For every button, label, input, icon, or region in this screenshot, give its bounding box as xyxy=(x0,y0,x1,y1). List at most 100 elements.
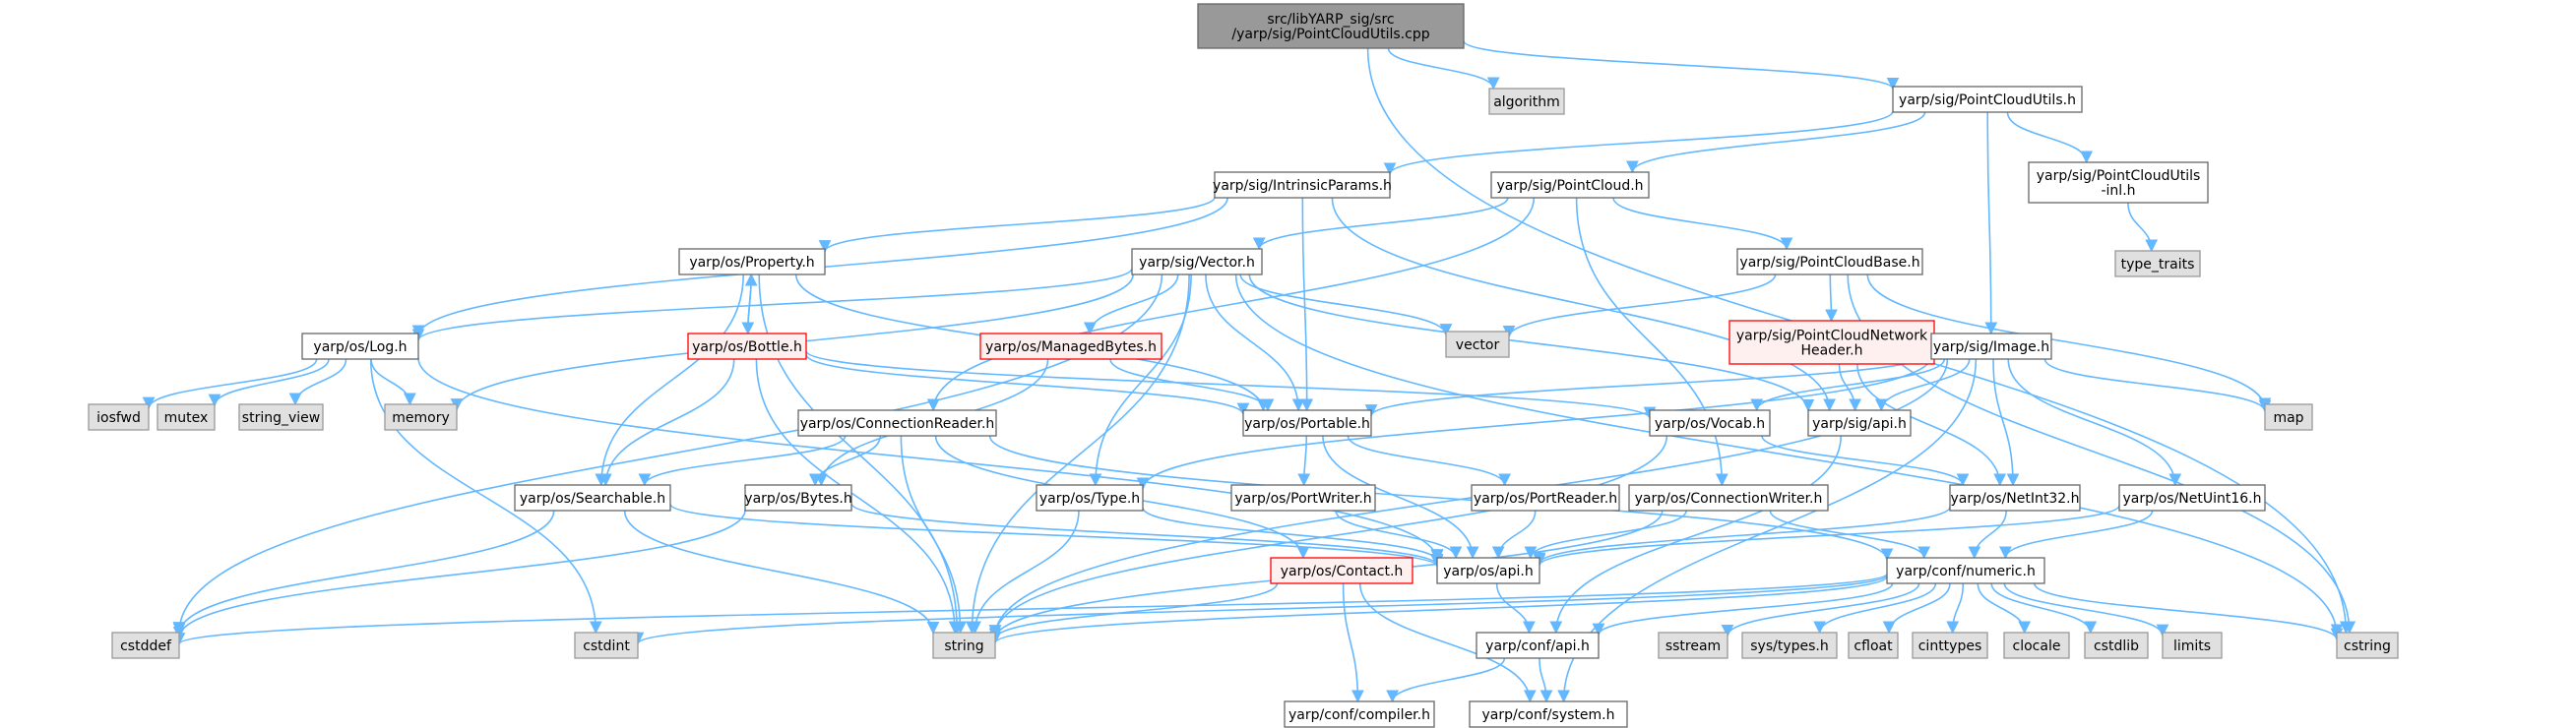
edge-contact-to-compiler xyxy=(1342,582,1364,703)
node-confsystem[interactable]: yarp/conf/system.h xyxy=(1469,700,1628,728)
node-portreader-box xyxy=(1471,484,1620,512)
node-pcbase[interactable]: yarp/sig/PointCloudBase.h xyxy=(1736,248,1923,275)
node-portwriter[interactable]: yarp/os/PortWriter.h xyxy=(1230,484,1376,512)
node-log-box xyxy=(301,333,419,360)
node-contact-box xyxy=(1270,557,1414,584)
node-type_h[interactable]: yarp/os/Type.h xyxy=(1036,484,1144,512)
node-sigapi[interactable]: yarp/sig/api.h xyxy=(1807,409,1912,437)
edge-connreader-to-bytes xyxy=(808,435,882,487)
node-pcu_inl[interactable]: yarp/sig/PointCloudUtils-inl.h xyxy=(2028,161,2209,204)
node-intrinsic[interactable]: yarp/sig/IntrinsicParams.h xyxy=(1213,171,1392,199)
edge-vector_h-to-string xyxy=(966,273,1190,635)
edge-root-to-algorithm xyxy=(1387,47,1500,91)
node-osapi[interactable]: yarp/os/api.h xyxy=(1436,557,1540,584)
node-sstream-box xyxy=(1658,632,1728,659)
node-property[interactable]: yarp/os/Property.h xyxy=(678,248,826,275)
node-cstdint-box xyxy=(574,632,639,659)
node-connwriter[interactable]: yarp/os/ConnectionWriter.h xyxy=(1628,484,1829,512)
node-portreader[interactable]: yarp/os/PortReader.h xyxy=(1471,484,1620,512)
edge-numeric-to-cstring xyxy=(2034,582,2344,641)
node-vocab[interactable]: yarp/os/Vocab.h xyxy=(1649,409,1771,437)
node-cstddef-label-0: cstddef xyxy=(120,638,172,654)
node-limits: limits xyxy=(2162,632,2223,659)
node-compiler[interactable]: yarp/conf/compiler.h xyxy=(1284,700,1435,728)
edge-vector_h-to-portable xyxy=(1205,273,1305,412)
edge-type_h-to-string xyxy=(969,510,1080,635)
node-confapi[interactable]: yarp/conf/api.h xyxy=(1476,632,1600,659)
edge-log-to-cstdint xyxy=(369,358,602,635)
node-image[interactable]: yarp/sig/Image.h xyxy=(1930,333,2052,360)
node-searchable-label-0: yarp/os/Searchable.h xyxy=(520,491,665,507)
node-netuint16[interactable]: yarp/os/NetUint16.h xyxy=(2118,484,2266,512)
node-root[interactable]: src/libYARP_sig/src/yarp/sig/PointCloudU… xyxy=(1197,3,1465,49)
edge-numeric-to-string xyxy=(988,576,1888,644)
node-bottle[interactable]: yarp/os/Bottle.h xyxy=(687,333,807,360)
node-sigapi-label-0: yarp/sig/api.h xyxy=(1812,416,1907,432)
nodes-layer: src/libYARP_sig/src/yarp/sig/PointCloudU… xyxy=(88,3,2399,728)
node-contact[interactable]: yarp/os/Contact.h xyxy=(1270,557,1414,584)
node-type_traits: type_traits xyxy=(2114,250,2201,277)
node-log-label-0: yarp/os/Log.h xyxy=(313,339,407,355)
node-managed-label-0: yarp/os/ManagedBytes.h xyxy=(985,339,1157,355)
node-cstdlib: cstdlib xyxy=(2084,632,2149,659)
node-managed-box xyxy=(979,333,1162,360)
node-searchable[interactable]: yarp/os/Searchable.h xyxy=(514,484,671,512)
node-pcu_h-box xyxy=(1892,86,2083,113)
node-cstdlib-box xyxy=(2084,632,2149,659)
edge-portable-to-osapi xyxy=(1322,435,1479,560)
edge-vector_h-to-sigapi xyxy=(1248,273,1815,412)
node-searchable-box xyxy=(514,484,671,512)
node-osapi-box xyxy=(1436,557,1540,584)
node-type_h-box xyxy=(1036,484,1144,512)
node-iosfwd-box xyxy=(88,403,150,431)
node-portable[interactable]: yarp/os/Portable.h xyxy=(1242,409,1372,437)
node-vector_sys: vector xyxy=(1445,331,1510,358)
node-bytes[interactable]: yarp/os/Bytes.h xyxy=(744,484,852,512)
edge-image-to-sigapi xyxy=(1874,358,1971,412)
node-limits-label-0: limits xyxy=(2173,638,2211,654)
node-iosfwd: iosfwd xyxy=(88,403,150,431)
node-connreader[interactable]: yarp/os/ConnectionReader.h xyxy=(797,409,997,437)
node-cstdint-label-0: cstdint xyxy=(583,638,630,654)
edge-pcnh-to-netint32 xyxy=(1856,363,2007,487)
node-netint32[interactable]: yarp/os/NetInt32.h xyxy=(1949,484,2081,512)
node-pcnh-box xyxy=(1728,320,1935,365)
edge-numeric-to-cfloat xyxy=(1882,582,1951,635)
node-sstream-label-0: sstream xyxy=(1665,638,1721,654)
edge-vector_h-to-log xyxy=(411,268,1133,342)
node-vector_sys-box xyxy=(1445,331,1510,358)
edge-portable-to-portwriter xyxy=(1297,435,1311,487)
edge-searchable-to-cstddef xyxy=(172,510,555,637)
node-portable-label-0: yarp/os/Portable.h xyxy=(1244,416,1370,432)
node-map: map xyxy=(2264,403,2313,431)
node-pcu_h[interactable]: yarp/sig/PointCloudUtils.h xyxy=(1892,86,2083,113)
node-portreader-label-0: yarp/os/PortReader.h xyxy=(1474,491,1617,507)
node-cstring-label-0: cstring xyxy=(2344,638,2391,654)
edge-log-to-mutex xyxy=(208,358,330,407)
node-log[interactable]: yarp/os/Log.h xyxy=(301,333,419,360)
node-managed[interactable]: yarp/os/ManagedBytes.h xyxy=(979,333,1162,360)
node-vector_h[interactable]: yarp/sig/Vector.h xyxy=(1131,248,1263,275)
node-pointcloud[interactable]: yarp/sig/PointCloud.h xyxy=(1490,171,1650,199)
edge-portreader-to-osapi xyxy=(1491,510,1537,560)
edge-bottle-to-property xyxy=(744,273,758,334)
node-cstddef: cstddef xyxy=(111,632,180,659)
node-compiler-label-0: yarp/conf/compiler.h xyxy=(1288,707,1430,723)
node-bottle-label-0: yarp/os/Bottle.h xyxy=(692,339,802,355)
node-type_traits-box xyxy=(2114,250,2201,277)
node-portwriter-label-0: yarp/os/PortWriter.h xyxy=(1234,491,1371,507)
node-cfloat-box xyxy=(1848,632,1899,659)
node-root-label-1: /yarp/sig/PointCloudUtils.cpp xyxy=(1231,27,1429,42)
edges-layer xyxy=(142,39,2356,703)
node-string-label-0: string xyxy=(944,638,983,654)
node-numeric[interactable]: yarp/conf/numeric.h xyxy=(1886,557,2045,584)
edge-type_h-to-osapi xyxy=(1142,507,1444,563)
node-osapi-label-0: yarp/os/api.h xyxy=(1443,564,1533,579)
edge-portable-to-portreader xyxy=(1347,435,1511,487)
edge-netint32-to-numeric xyxy=(1968,510,2007,560)
node-mutex-label-0: mutex xyxy=(164,410,209,426)
edge-bottle-to-searchable xyxy=(598,358,735,487)
node-vector_h-label-0: yarp/sig/Vector.h xyxy=(1139,255,1255,271)
node-connreader-label-0: yarp/os/ConnectionReader.h xyxy=(800,416,995,432)
